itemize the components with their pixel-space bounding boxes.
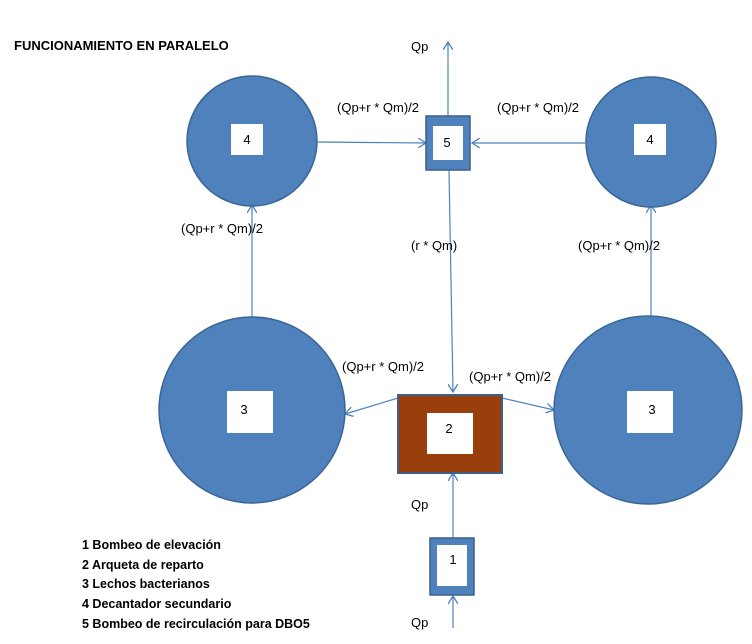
flow-label-right-settler: (Qp+r * Qm)/2 <box>497 100 579 115</box>
secondary-settler-left-label: 4 <box>243 132 250 147</box>
distribution-box-label: 2 <box>445 421 452 436</box>
recirculation-pump: 5 <box>425 115 471 171</box>
elevation-pump: 1 <box>429 537 475 596</box>
flow-label-left-settler: (Qp+r * Qm)/2 <box>337 100 419 115</box>
secondary-settler-right-label: 4 <box>646 132 653 147</box>
legend-item: 4 Decantador secundario <box>82 597 232 612</box>
elevation-pump-label: 1 <box>449 552 456 567</box>
flow-label-qp-distribution: Qp <box>411 497 429 512</box>
flow-label-left-bed: (Qp+r * Qm)/2 <box>181 221 263 236</box>
flow-label-qp-inlet: Qp <box>411 615 429 630</box>
legend: 1 Bombeo de elevación 2 Arqueta de repar… <box>82 536 310 635</box>
flow-label-right-bed: (Qp+r * Qm)/2 <box>578 238 660 253</box>
bacterial-bed-right: 3 <box>553 315 743 505</box>
arrow-recirculation <box>449 169 453 392</box>
flow-label-distribution-right: (Qp+r * Qm)/2 <box>469 369 551 384</box>
arrow-distribution-to-left-bed <box>345 397 399 414</box>
flow-label-recirculation: (r * Qm) <box>411 238 458 253</box>
bacterial-bed-left-label: 3 <box>240 402 247 417</box>
bacterial-bed-left: 3 <box>158 316 346 504</box>
diagram-title: FUNCIONAMIENTO EN PARALELO <box>14 38 229 53</box>
flow-label-qp-outlet: Qp <box>411 39 429 54</box>
legend-item: 2 Arqueta de reparto <box>82 557 204 572</box>
legend-item: 3 Lechos bacterianos <box>82 577 210 592</box>
recirculation-pump-label: 5 <box>443 135 450 150</box>
bacterial-bed-right-label: 3 <box>648 402 655 417</box>
secondary-settler-left: 4 <box>186 75 318 207</box>
distribution-box: 2 <box>397 394 503 474</box>
legend-item: 5 Bombeo de recirculación para DBO5 <box>82 616 310 631</box>
flow-arrows <box>252 42 651 628</box>
secondary-settler-right: 4 <box>585 76 717 208</box>
flow-label-distribution-left: (Qp+r * Qm)/2 <box>342 359 424 374</box>
arrow-distribution-to-right-bed <box>501 397 554 410</box>
legend-item: 1 Bombeo de elevación <box>82 538 221 552</box>
arrow-left-settler-to-pump <box>317 142 426 143</box>
